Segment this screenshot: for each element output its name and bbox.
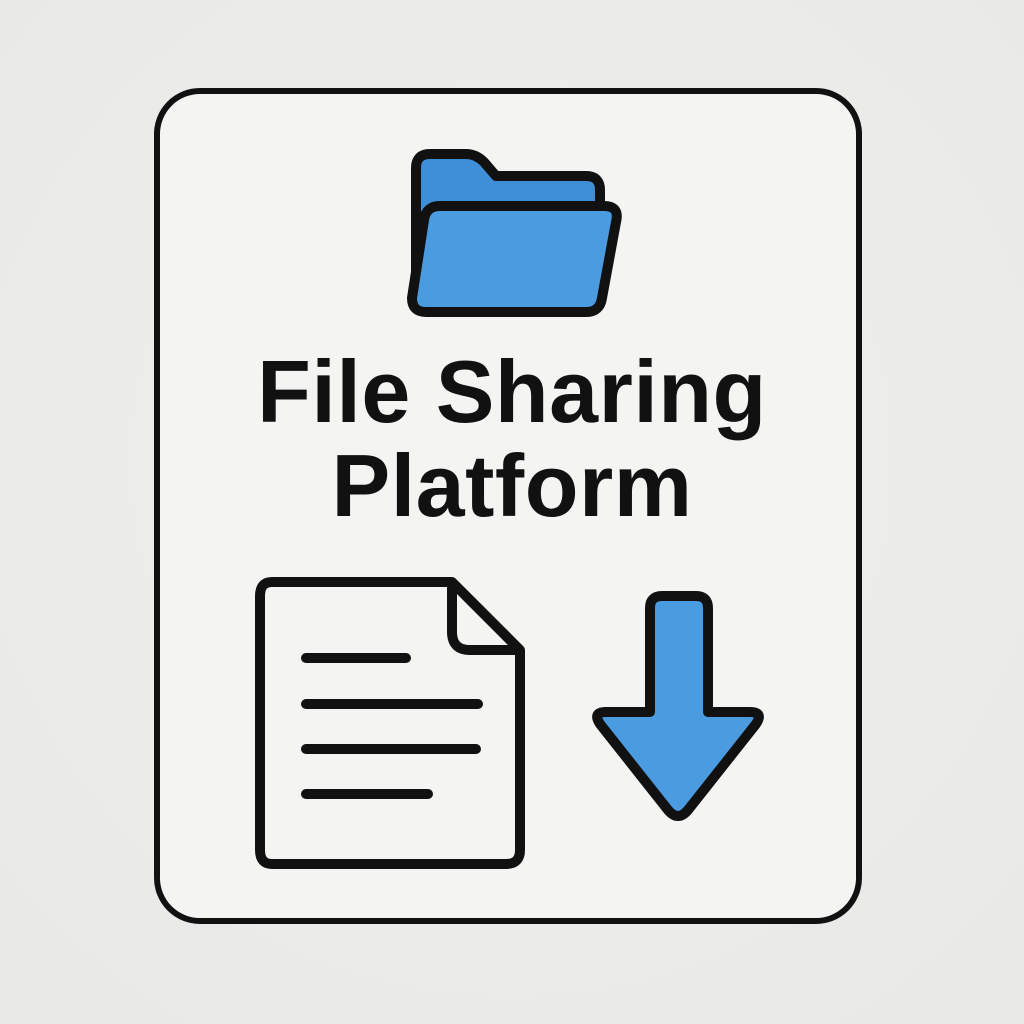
page-title: File Sharing Platform <box>0 345 1024 533</box>
document-icon <box>255 577 525 869</box>
title-line-2: Platform <box>331 436 693 535</box>
folder-icon <box>407 149 622 317</box>
title-line-1: File Sharing <box>257 342 767 441</box>
download-arrow-icon <box>592 591 764 821</box>
